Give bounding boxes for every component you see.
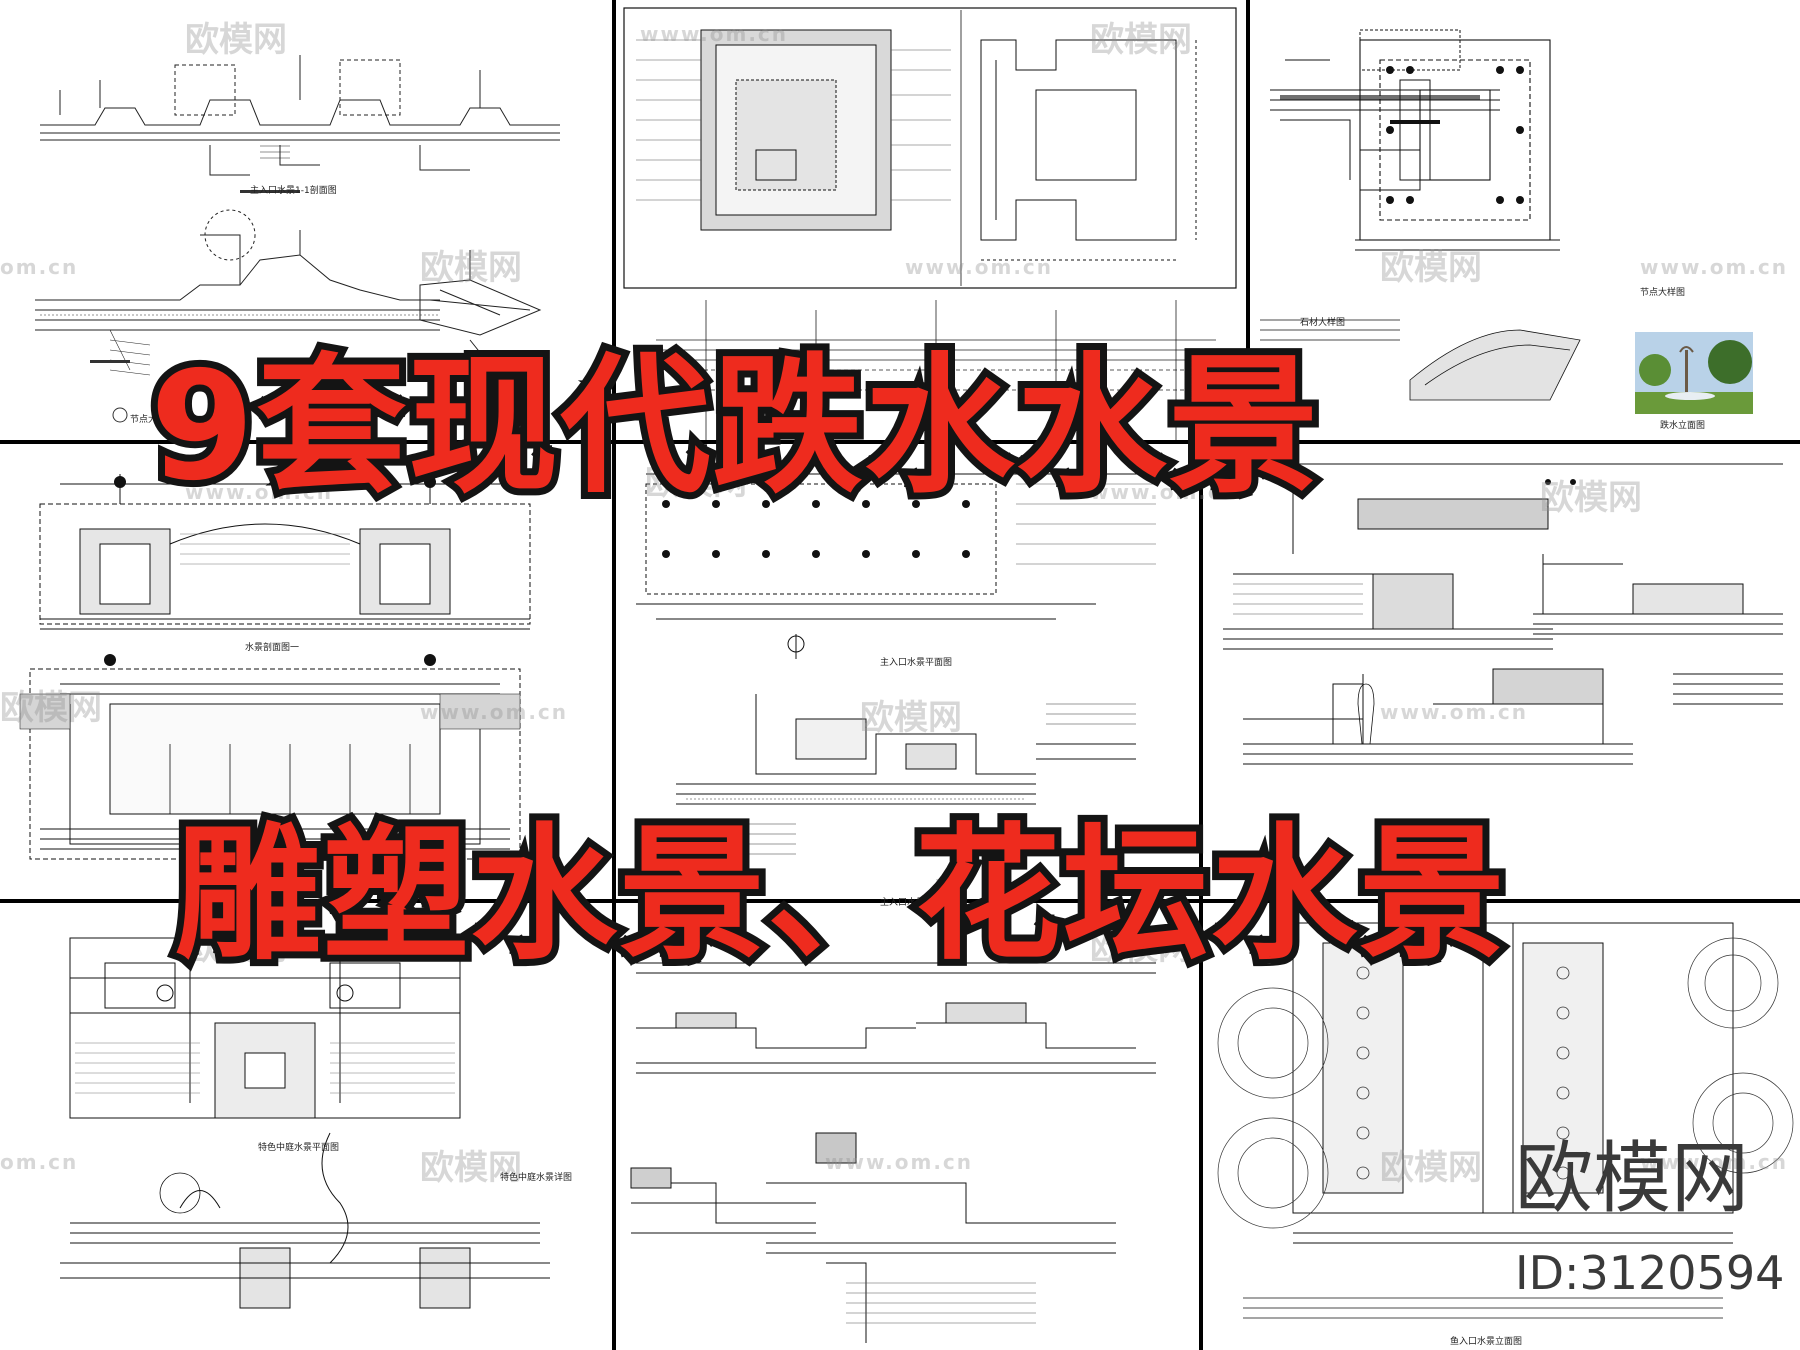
drawing-caption: 节点大样图	[130, 415, 176, 425]
corner-brand-logo: 欧模网	[1515, 1134, 1750, 1224]
watermark-url: www.om.cn	[420, 700, 569, 724]
cad-drawing-bottom-middle	[630, 962, 1156, 1343]
drawing-caption: 特色中庭水景平面图	[258, 1143, 340, 1153]
cad-panel-middle-right	[1203, 444, 1800, 899]
drawing-caption: 水景剖面图一	[245, 643, 300, 653]
drawing-caption: 石材大样图	[1300, 318, 1346, 328]
divider-horizontal-bottom	[0, 899, 1800, 903]
cad-panel-center	[616, 444, 1199, 899]
watermark-brand: 欧模网	[645, 463, 747, 503]
divider-vertical-right-bottom	[1199, 444, 1203, 1350]
cad-drawing-middle-left	[19, 474, 531, 860]
cad-panel-middle-left	[0, 444, 612, 899]
watermark-brand: 欧模网	[185, 20, 287, 60]
park-photo	[1635, 332, 1753, 414]
cad-panel-top-left	[0, 0, 612, 440]
park-photo-image	[1635, 332, 1753, 414]
watermark-url: www.om.cn	[1380, 700, 1529, 724]
watermark-url: www.om.cn	[640, 22, 789, 46]
headline-line-1: 9套现代跌水水景	[143, 340, 1325, 514]
watermark-url: www.om.cn	[185, 480, 334, 504]
watermark-brand: 欧模网	[185, 928, 287, 968]
watermark-brand: 欧模网	[1380, 1148, 1482, 1188]
drawing-caption: 特色中庭水景详图	[500, 1173, 573, 1183]
headline-line-2: 雕塑水景、花坛水景	[168, 810, 1512, 980]
watermark-url: www.om.cn	[825, 1150, 974, 1174]
cad-drawing-center	[636, 473, 1176, 855]
cad-drawing-bottom-left	[60, 937, 550, 1309]
watermark-url: www.om.cn	[1090, 480, 1239, 504]
divider-horizontal-top	[0, 440, 1800, 444]
cad-drawing-top-middle	[623, 7, 1237, 440]
cad-panel-bottom-left	[0, 903, 612, 1350]
drawing-caption: 主入口水景1-1剖面图	[250, 186, 337, 196]
tree-symbol	[159, 1172, 201, 1214]
drawing-caption: 节点大样图	[1640, 288, 1686, 298]
divider-vertical-left	[612, 0, 616, 1350]
watermark-brand: 欧模网	[420, 1148, 522, 1188]
watermark-url: www.om.cn	[1640, 255, 1789, 279]
human-figure	[1357, 683, 1375, 745]
watermark-domain: om.cn	[0, 255, 79, 279]
watermark-brand: 欧模网	[1380, 248, 1482, 288]
drawing-caption: 跌水立面图	[1660, 421, 1706, 431]
drawing-caption: 主入口水景平面图	[880, 658, 953, 668]
cad-drawing-middle-right	[1223, 463, 1783, 765]
corner-id-text: ID:3120594	[1515, 1246, 1785, 1300]
watermark-url: www.om.cn	[1640, 1150, 1789, 1174]
watermark-url: www.om.cn	[905, 255, 1054, 279]
cad-panel-bottom-right	[1203, 903, 1800, 1350]
divider-vertical-right-top	[1246, 0, 1250, 444]
cad-panel-top-middle	[616, 0, 1246, 440]
watermark-brand: 欧模网	[1540, 478, 1642, 518]
cad-panel-bottom-middle	[616, 903, 1199, 1350]
watermark-brand: 欧模网	[420, 248, 522, 288]
cad-drawing-bottom-right	[1217, 922, 1794, 1319]
cad-drawing-top-left	[35, 55, 560, 423]
watermark-brand: 欧模网	[1090, 928, 1192, 968]
drawing-caption: 鱼入口水景立面图	[1450, 1337, 1523, 1347]
cad-panel-top-right	[1250, 0, 1800, 440]
watermark-brand: 欧模网	[1090, 20, 1192, 60]
watermark-domain: om.cn	[0, 1150, 79, 1174]
watermark-brand: 欧模网	[0, 688, 102, 728]
watermark-brand: 欧模网	[860, 698, 962, 738]
cad-drawing-top-right	[1260, 29, 1581, 401]
drawing-caption: 主入口水景剖面图	[880, 898, 953, 908]
